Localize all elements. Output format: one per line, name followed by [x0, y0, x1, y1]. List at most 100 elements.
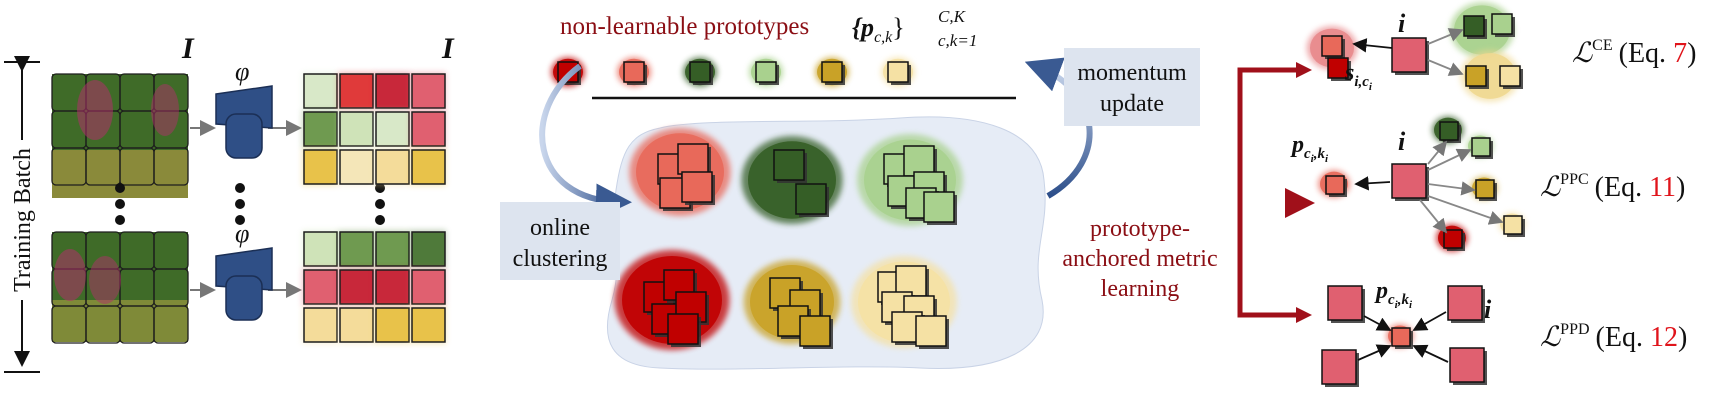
cluster-member	[799, 315, 831, 347]
momentum-update-line1: momentum	[1077, 60, 1187, 86]
image-symbol-top: I	[181, 32, 195, 65]
ppc-arrow-neg-1	[1427, 140, 1448, 165]
training-batch-label: Training Batch	[10, 148, 36, 292]
ppd-pixel-1	[1327, 285, 1363, 321]
svg-text:ℒPPC(Eq. 11): ℒPPC (Eq. 11)	[1540, 171, 1685, 203]
ppd-p-subscript-k: ,k	[1397, 292, 1410, 308]
ppd-arrow-3	[1357, 344, 1392, 361]
encoder-bottom	[215, 247, 273, 321]
ppc-negative-prototype-5	[1443, 229, 1463, 249]
ce-negative-prototype-light	[1491, 13, 1513, 35]
ppc-p-subscript: c	[1304, 146, 1311, 162]
online-clustering-line1: online	[530, 215, 590, 241]
svg-text:ℒCE(Eq. 7): ℒCE(Eq. 7)	[1572, 37, 1696, 69]
prototype-set-subscript: c,k	[874, 29, 893, 46]
ce-s-subsub: i	[1369, 81, 1373, 93]
feature-cell	[339, 307, 374, 343]
ce-s-symbol: s	[1344, 60, 1354, 86]
ellipsis-features	[375, 183, 385, 225]
ellipsis-encoder	[235, 183, 245, 225]
loss-ce-sup: CE	[1592, 37, 1612, 54]
ppd-p-subsub: i	[1395, 299, 1399, 311]
online-clustering-arrow	[539, 63, 632, 220]
feature-cell	[303, 111, 338, 147]
training-batch-section: Training Batch I	[4, 32, 455, 373]
cluster-member	[667, 313, 699, 345]
prototypes-title: non-learnable prototypes	[560, 13, 809, 40]
feature-cell	[303, 307, 338, 343]
feature-cell	[339, 73, 374, 109]
ppc-arrow-neg-3	[1427, 181, 1476, 196]
feature-cell	[339, 149, 374, 185]
feature-cell	[303, 149, 338, 185]
ppc-negative-prototype-3	[1475, 179, 1495, 199]
feature-cell	[339, 269, 374, 305]
loss-ce-eq-close: )	[1687, 38, 1696, 69]
ppd-pixel-3	[1321, 349, 1357, 385]
loss-ppd-eq-num: 12	[1650, 322, 1678, 353]
feature-cell	[375, 269, 410, 305]
ce-arrow-to-target	[1352, 38, 1393, 53]
cluster-member	[681, 171, 713, 203]
feature-cell	[411, 149, 446, 185]
cluster-blob	[743, 260, 841, 349]
ppc-negative-prototype-1	[1439, 121, 1459, 141]
momentum-update-arrow	[1024, 57, 1093, 199]
ppd-arrow-1	[1363, 315, 1392, 331]
ppd-pixel-2	[1447, 285, 1483, 321]
ce-arrow-to-negative-2	[1427, 59, 1464, 76]
loss-ppc-sup: PPC	[1560, 171, 1588, 188]
loss-graphs	[1306, 2, 1526, 387]
feature-cell	[411, 73, 446, 109]
feature-cell	[303, 269, 338, 305]
momentum-update-box	[1064, 48, 1200, 126]
loss-ppc-symbol: ℒ	[1540, 172, 1561, 203]
prototype-square	[689, 61, 711, 83]
ce-negative-prototype-gold	[1465, 65, 1487, 87]
feature-grid-top	[302, 72, 446, 186]
prototype-set-lower: c,k=1	[938, 31, 977, 50]
encoder-symbol-bottom: φ	[235, 219, 249, 248]
image-patch	[153, 305, 189, 344]
cluster-member	[915, 315, 947, 347]
prototype-set-close: }	[892, 13, 904, 42]
svg-text:ℒPPD(Eq. 12): ℒPPD(Eq. 12)	[1540, 321, 1687, 353]
ppc-arrow-neg-2	[1427, 148, 1472, 171]
feature-cell	[411, 111, 446, 147]
feature-cell	[411, 269, 446, 305]
ppc-p-subscript-k: ,k	[1313, 146, 1326, 162]
encoder-symbol-top: φ	[235, 57, 249, 86]
feature-cell	[375, 231, 410, 267]
ce-i-label: i	[1398, 9, 1406, 38]
feature-grid-bottom	[302, 230, 446, 344]
ce-target-prototype-a	[1321, 35, 1343, 57]
svg-text:pci,ki: pci,ki	[1374, 278, 1413, 311]
loss-ce-eq-num: 7	[1673, 38, 1687, 69]
prototype-row	[550, 57, 916, 87]
ppd-p-symbol: p	[1374, 278, 1388, 304]
feature-cell	[375, 111, 410, 147]
ellipsis-image	[115, 183, 125, 225]
loss-ppc-eq-num: 11	[1649, 172, 1676, 203]
image-patch	[153, 147, 189, 186]
ce-anchor-pixel	[1391, 37, 1427, 73]
prototype-set-superscript: C,K	[938, 7, 967, 26]
ppd-pixel-4	[1449, 347, 1485, 383]
ppc-positive-prototype	[1325, 175, 1345, 195]
loss-ppc-eq-close: )	[1676, 172, 1685, 203]
encoder-top	[215, 85, 273, 159]
loss-ppd-eq-close: )	[1678, 322, 1687, 353]
ppc-negative-prototype-2	[1471, 137, 1491, 157]
feature-cell	[375, 73, 410, 109]
ppc-arrow-to-positive	[1354, 176, 1391, 191]
metric-learning-arrow-branch	[1237, 67, 1300, 318]
momentum-update-line2: update	[1100, 91, 1164, 117]
feature-cell	[339, 231, 374, 267]
loss-ce-eq-open: (Eq.	[1619, 38, 1673, 69]
cluster-member	[773, 149, 805, 181]
loss-ppc-eq-open: (Eq.	[1595, 172, 1649, 203]
online-clustering-box	[500, 202, 620, 280]
cluster-blob	[741, 136, 843, 224]
ce-negative-prototype-dark	[1463, 15, 1485, 37]
prototype-square	[887, 61, 909, 83]
